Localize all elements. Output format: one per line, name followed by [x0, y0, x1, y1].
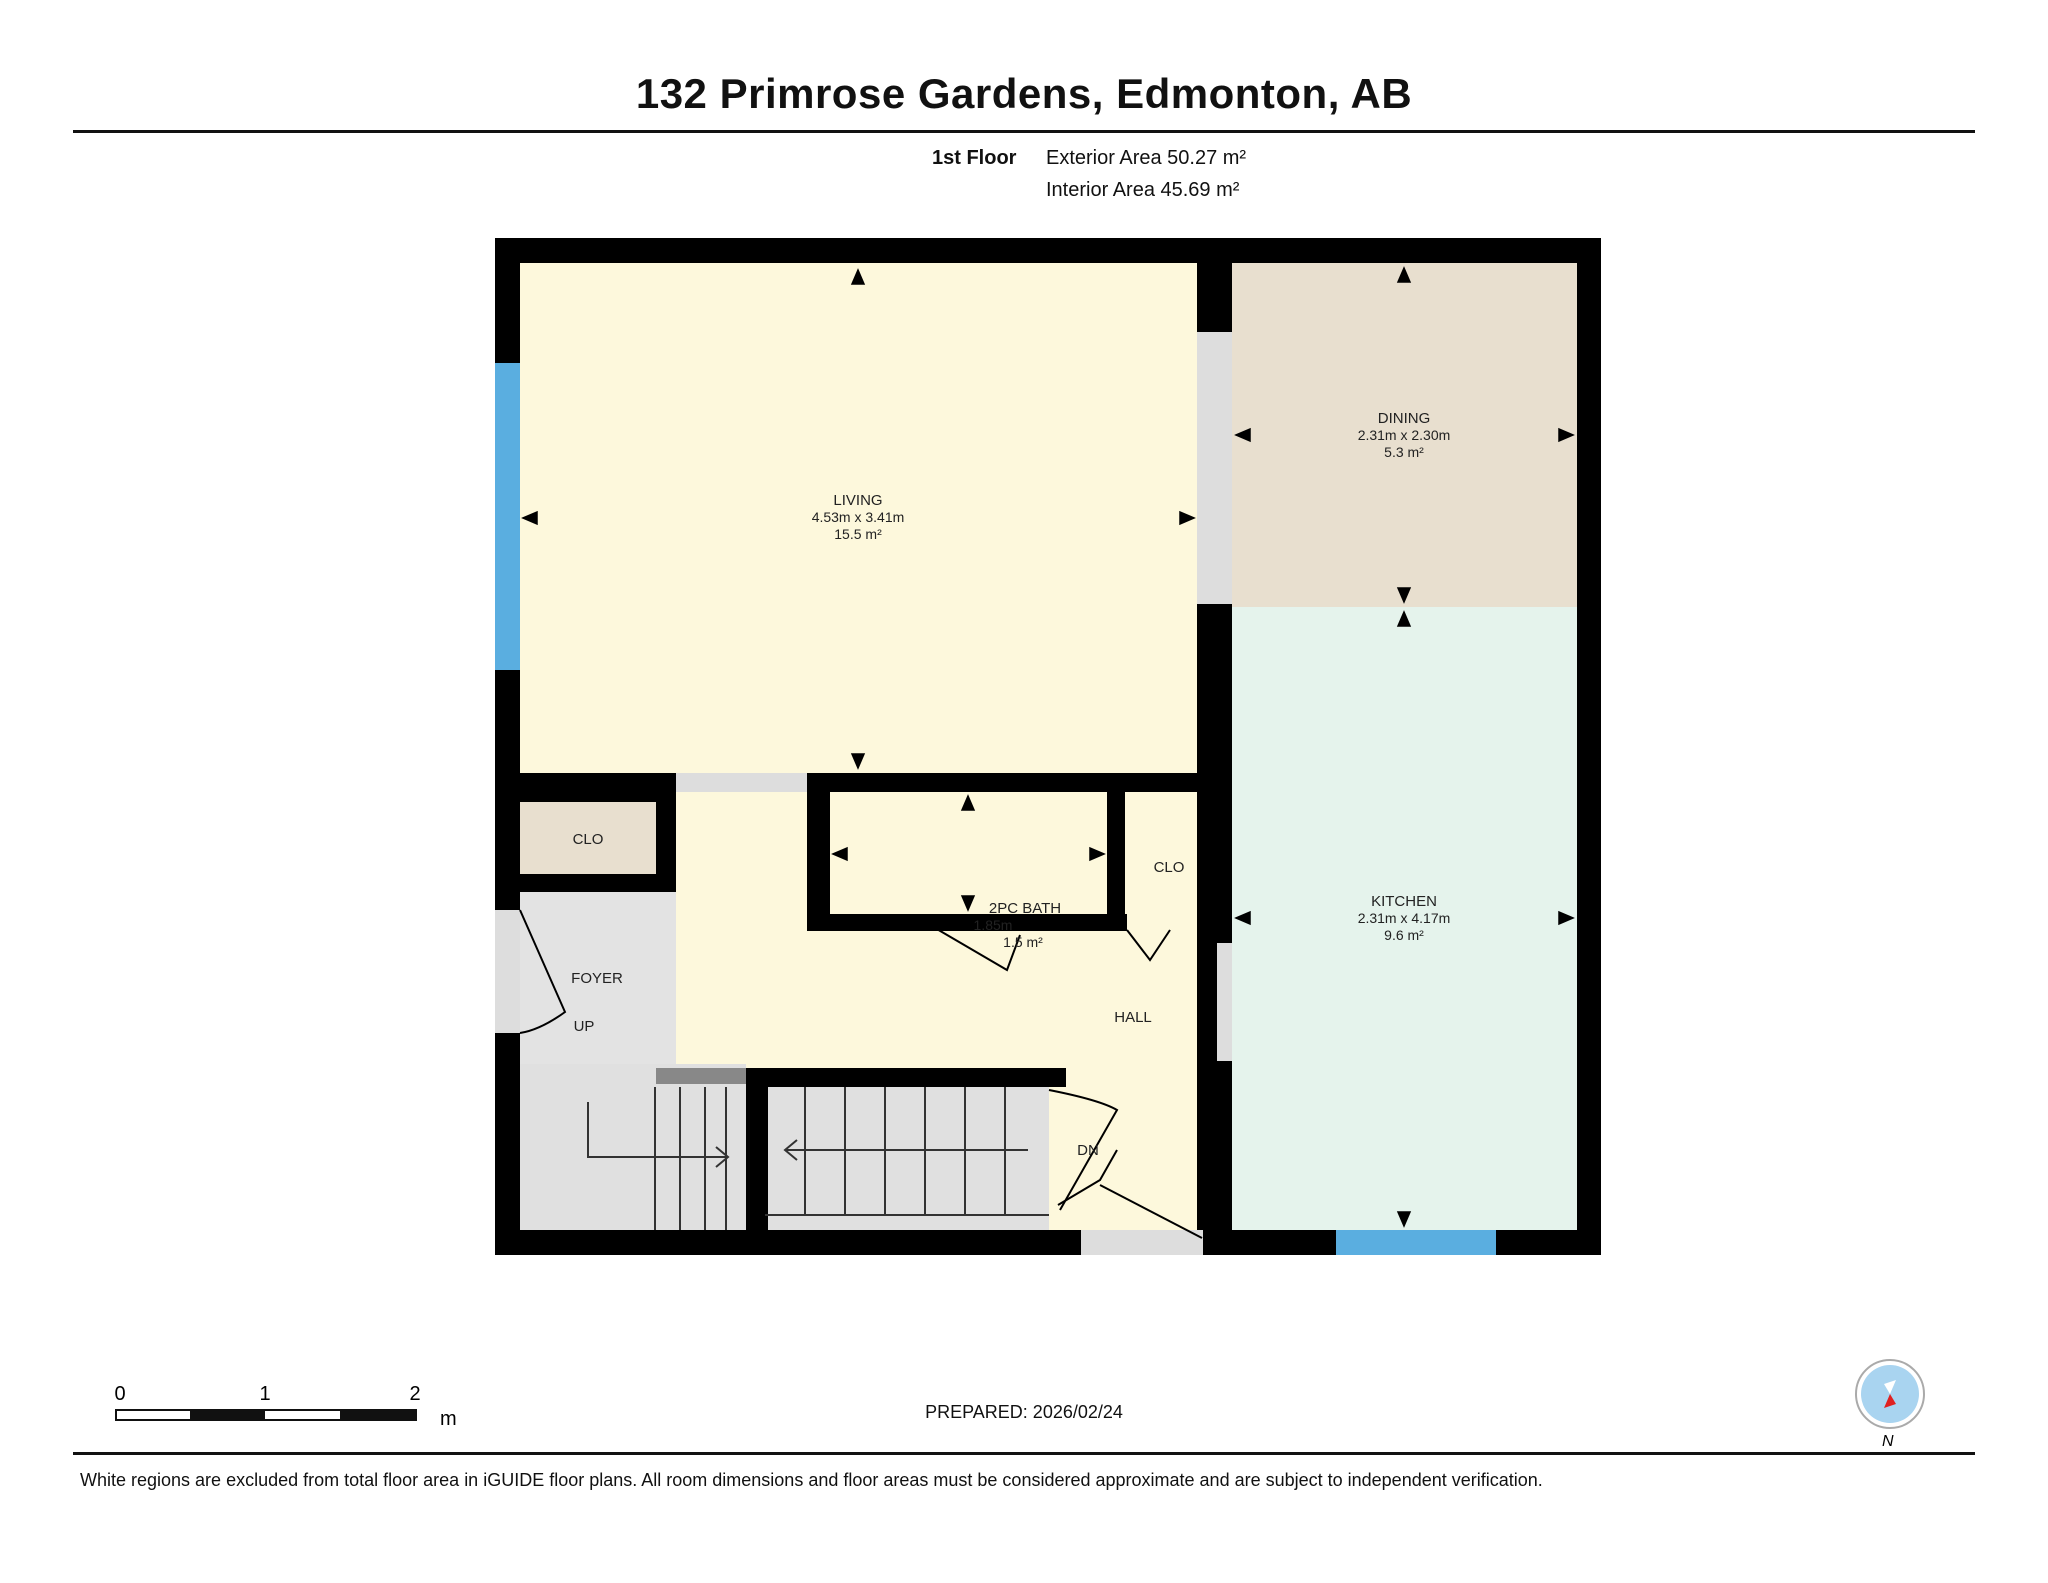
window-living	[495, 363, 520, 670]
side-door-opening	[495, 910, 520, 1033]
living-label: LIVING	[833, 492, 882, 509]
compass-north-label: N	[1882, 1433, 1894, 1448]
living-area: 15.5 m²	[834, 526, 882, 542]
wall-bath-top	[807, 773, 1207, 792]
foyer-room	[520, 892, 676, 1064]
wall-foyer-top	[520, 773, 676, 802]
door-swings	[519, 909, 1203, 1239]
stair-landing	[656, 1068, 746, 1084]
opening-living-hall	[676, 773, 807, 792]
clo-right-label: CLO	[1154, 859, 1185, 876]
foyer-label: FOYER	[571, 970, 623, 987]
clo-left-label: CLO	[573, 831, 604, 848]
dining-room	[1232, 263, 1577, 607]
prepared-date: PREPARED: 2026/02/24	[925, 1402, 1123, 1422]
interior-area: Interior Area 45.69 m²	[1046, 179, 1240, 201]
dn-label: DN	[1077, 1142, 1099, 1159]
closet-left	[520, 802, 656, 874]
wall-stairs-top	[758, 1068, 1066, 1087]
front-door-opening	[1081, 1230, 1203, 1255]
footer-rule	[73, 1452, 1975, 1455]
wall-clo-right	[1107, 792, 1125, 931]
header-rule	[73, 130, 1975, 133]
opening-hall-kitchen	[1217, 943, 1232, 1061]
plan-title: 132 Primrose Gardens, Edmonton, AB	[635, 70, 1413, 117]
opening-living-dining	[1197, 332, 1232, 604]
wall-clo-left	[656, 802, 676, 892]
bath-dims: 1.85m	[974, 917, 1013, 933]
floor-name: 1st Floor	[932, 147, 1017, 169]
wall-stairs	[746, 1068, 768, 1230]
dining-dims: 2.31m x 2.30m	[1358, 427, 1451, 443]
exterior-area: Exterior Area 50.27 m²	[1046, 147, 1247, 169]
hall-extension	[1060, 930, 1217, 1230]
stairs-down-area	[765, 1087, 1049, 1230]
compass-icon: N	[1855, 1359, 1925, 1448]
bath-label: 2PC BATH	[989, 900, 1061, 917]
stairs-up-treads	[587, 1087, 730, 1230]
window-kitchen	[1336, 1230, 1496, 1255]
kitchen-room	[1232, 607, 1577, 1230]
hall-label: HALL	[1114, 1009, 1152, 1026]
disclaimer: White regions are excluded from total fl…	[80, 1470, 1543, 1490]
up-label: UP	[574, 1018, 595, 1035]
living-room	[520, 263, 1197, 773]
wall-bath-left	[807, 773, 830, 931]
stairs-down-treads	[765, 1087, 1049, 1216]
bath-area: 1.5 m²	[1003, 934, 1043, 950]
dining-area: 5.3 m²	[1384, 444, 1424, 460]
wall-bath-bottom	[807, 914, 1127, 931]
kitchen-label: KITCHEN	[1371, 893, 1437, 910]
living-dims: 4.53m x 3.41m	[812, 509, 905, 525]
dining-label: DINING	[1378, 410, 1431, 427]
dimension-arrows	[521, 266, 1575, 1228]
stairs-up-area	[520, 1064, 746, 1230]
kitchen-dims: 2.31m x 4.17m	[1358, 910, 1451, 926]
kitchen-area: 9.6 m²	[1384, 927, 1424, 943]
